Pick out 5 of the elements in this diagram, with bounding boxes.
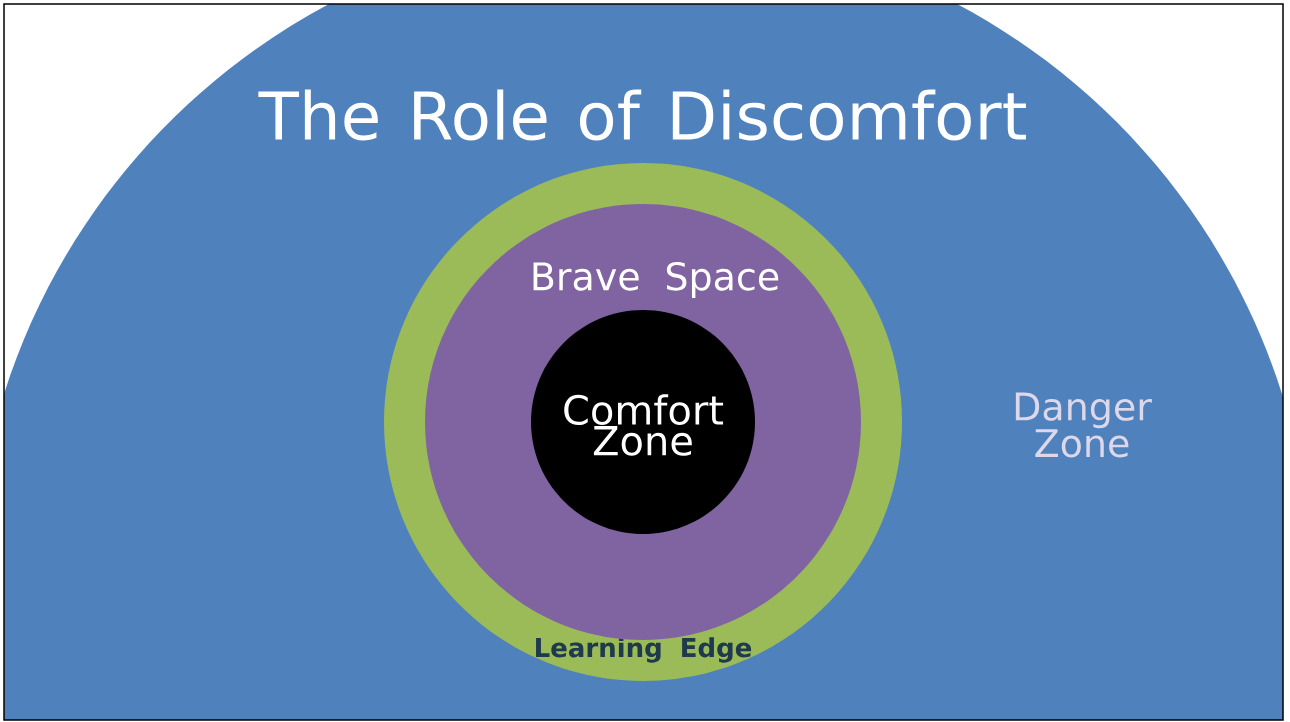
zone-label: Comfort Zone [564,394,724,456]
zone-label: Learning Edge [536,637,752,663]
zone-label: Danger Zone [1015,392,1152,458]
zone-label: Brave Space [533,261,779,299]
title: The Role of Discomfort [258,89,1026,141]
